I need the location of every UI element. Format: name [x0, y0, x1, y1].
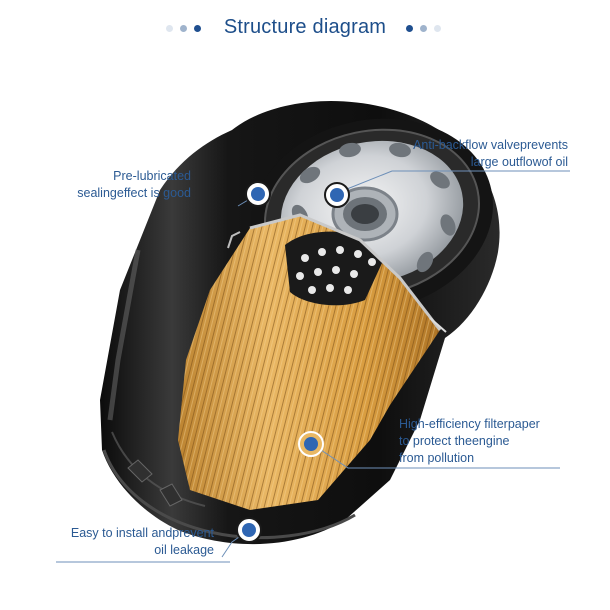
- dot-icon: [406, 25, 413, 32]
- annotation-line: High-efficiency filterpaper: [399, 417, 540, 431]
- dot-icon: [420, 25, 427, 32]
- marker-gasket: [236, 517, 262, 543]
- annotation-line: sealingeffect is good: [77, 186, 191, 200]
- annotation-line: large outflowof oil: [470, 155, 568, 169]
- marker-filter-paper: [298, 431, 324, 457]
- dot-icon: [434, 25, 441, 32]
- dot-icon: [194, 25, 201, 32]
- annotation-filter-paper: High-efficiency filterpaper to protect t…: [399, 416, 540, 467]
- annotation-line: to protect theengine: [399, 434, 510, 448]
- annotation-line: Pre-lubricated: [113, 169, 191, 183]
- annotation-line: from pollution: [399, 451, 475, 465]
- annotation-line: Anti-backflow valveprevents: [413, 138, 568, 152]
- annotation-valve: Anti-backflow valveprevents large outflo…: [413, 137, 568, 171]
- annotation-line: oil leakage: [154, 543, 214, 557]
- decorative-dots-left: [166, 25, 201, 32]
- marker-sealing: [245, 181, 271, 207]
- annotation-sealing: Pre-lubricated sealingeffect is good: [77, 168, 191, 202]
- dot-icon: [180, 25, 187, 32]
- diagram-title: Structure diagram: [223, 16, 387, 38]
- dot-icon: [166, 25, 173, 32]
- diagram-header: Structure diagram: [0, 14, 610, 44]
- marker-valve: [324, 182, 350, 208]
- decorative-dots-right: [406, 25, 441, 32]
- annotation-gasket: Easy to install andprevent oil leakage: [71, 525, 214, 559]
- annotation-line: Easy to install andprevent: [70, 526, 214, 540]
